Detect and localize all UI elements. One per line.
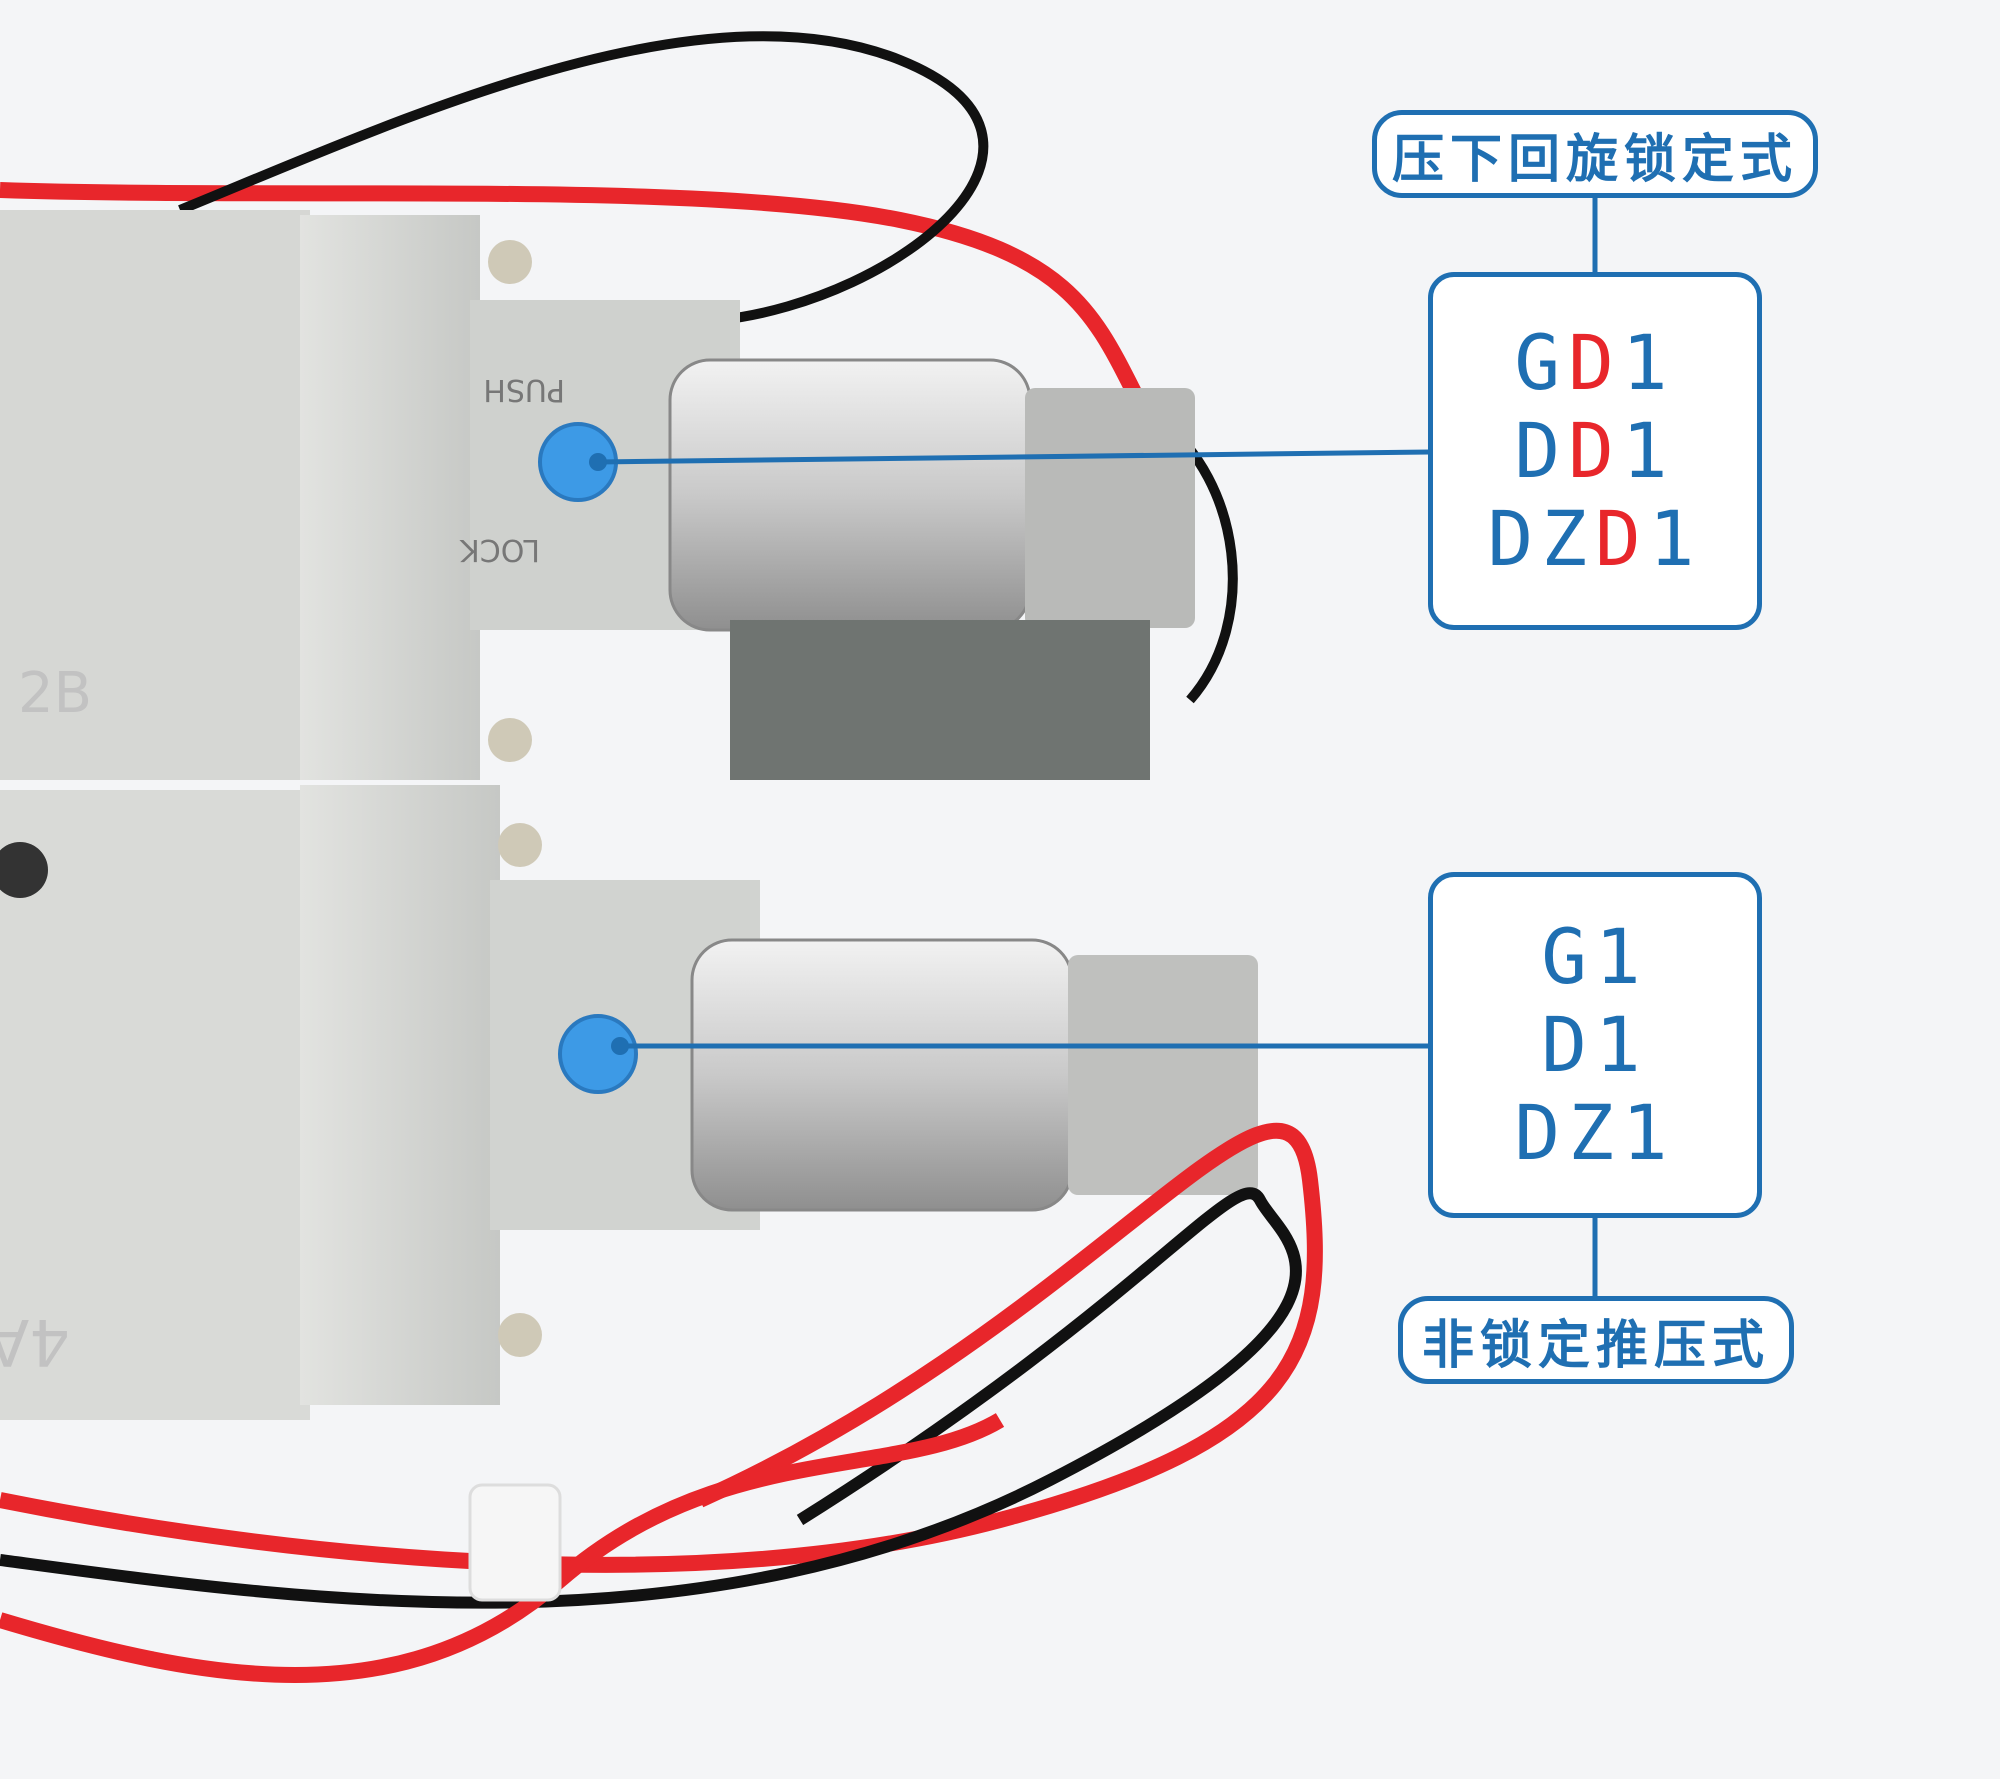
bottom-valve: 4A xyxy=(0,785,1258,1420)
top-valve: PUSH LOCK 2B xyxy=(0,210,1195,780)
lock-leader-line xyxy=(597,449,1431,465)
nonlock-code-item: G1 xyxy=(1541,912,1649,1001)
red-wire-top xyxy=(0,182,1167,445)
lock-codes-box: GD1 DD1 DZD1 xyxy=(1428,272,1762,630)
nonlock-code-item: DZ1 xyxy=(1514,1088,1676,1177)
nonlock-button xyxy=(558,1014,638,1094)
black-wire-top xyxy=(178,31,989,325)
black-wire-bottom xyxy=(0,1187,1302,1609)
port-marking-bottom: 4A xyxy=(0,1304,70,1378)
lock-code-item: DD1 xyxy=(1514,406,1676,495)
nonlock-code-item: D1 xyxy=(1541,1000,1649,1089)
cable-tie xyxy=(468,1483,562,1602)
lock-type-label: 压下回旋锁定式 xyxy=(1372,110,1818,198)
red-wire-bottom-1 xyxy=(0,1122,1323,1573)
push-marking: PUSH xyxy=(483,372,565,407)
port-marking-top: 2B xyxy=(18,661,92,726)
non-lock-type-label: 非锁定推压式 xyxy=(1398,1296,1794,1384)
lock-marking: LOCK xyxy=(459,532,540,567)
nonlock-codes-box: G1 D1 DZ1 xyxy=(1428,872,1762,1218)
lock-code-item: GD1 xyxy=(1514,318,1676,407)
lock-code-item: DZD1 xyxy=(1487,494,1703,583)
